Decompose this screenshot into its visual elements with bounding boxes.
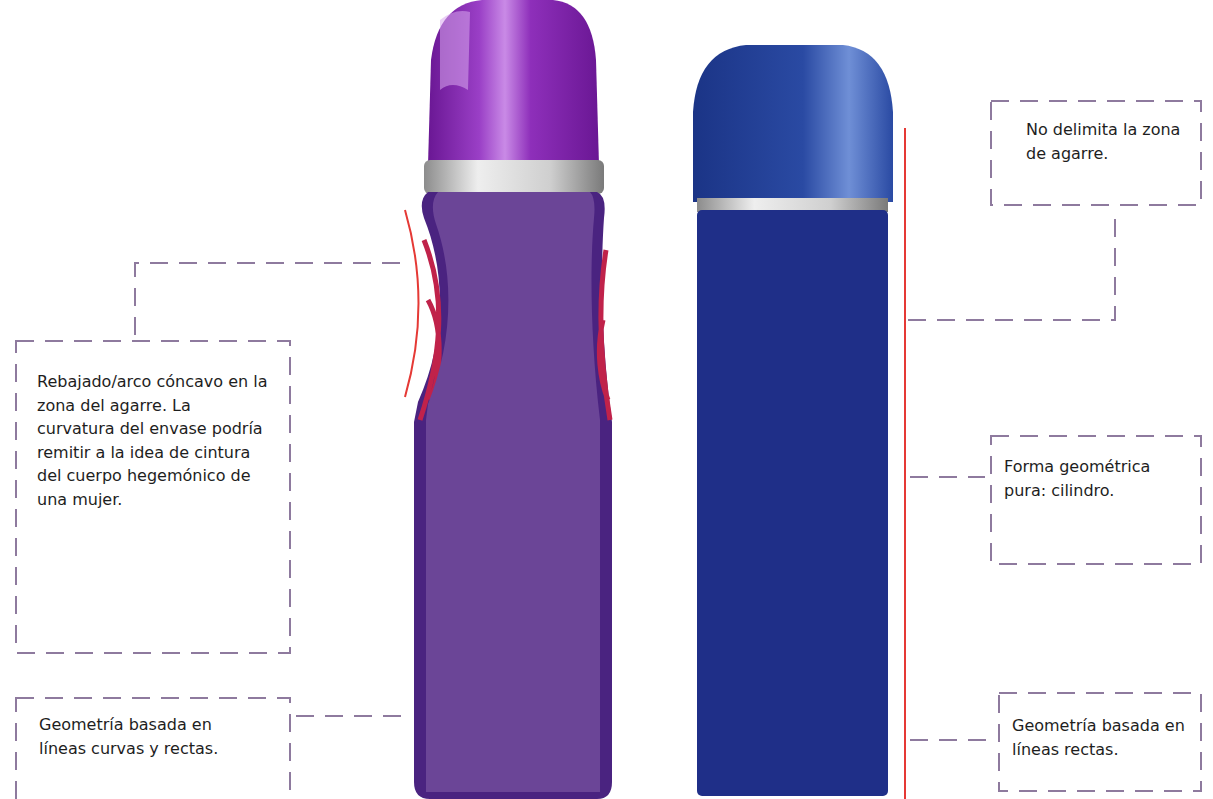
bottle-neck: [697, 198, 888, 212]
leader-line: [910, 739, 992, 741]
callout-text: Geometría basada en líneas rectas.: [1012, 714, 1192, 761]
callout-box: Geometría basada en líneas rectas.: [998, 692, 1202, 792]
dashed-frame: [990, 435, 1202, 565]
leader-lines: [135, 210, 1115, 740]
dashed-border: [16, 698, 290, 799]
leader-line: [135, 263, 400, 335]
front-label: [426, 192, 600, 792]
callout-text: Geometría basada en líneas curvas y rect…: [39, 713, 259, 760]
bottle-body: [414, 192, 612, 799]
leader-line: [296, 715, 410, 717]
callout-box: Rebajado/arco cóncavo en la zona del aga…: [15, 340, 291, 654]
callout-box: Forma geométrica pura: cilindro.: [990, 435, 1202, 565]
cap: [693, 45, 893, 202]
dashed-border: [991, 101, 1201, 205]
cap: [428, 0, 599, 165]
curvature-mark: [405, 210, 419, 397]
dashed-border: [991, 436, 1201, 564]
bottle-neck: [424, 160, 604, 194]
straight-mark: [904, 128, 906, 799]
dashed-border: [999, 693, 1201, 791]
leader-line: [908, 210, 1115, 320]
bottle-body: [697, 210, 888, 796]
callout-text: Rebajado/arco cóncavo en la zona del aga…: [37, 370, 272, 511]
cap-highlight: [440, 11, 470, 90]
dashed-border: [16, 341, 290, 653]
callout-box: No delimita la zona de agarre.: [990, 100, 1202, 206]
callout-text: No delimita la zona de agarre.: [1026, 118, 1191, 165]
callout-box: Geometría basada en líneas curvas y rect…: [15, 697, 291, 799]
callout-text: Forma geométrica pura: cilindro.: [1004, 455, 1184, 502]
leader-line: [910, 476, 985, 478]
